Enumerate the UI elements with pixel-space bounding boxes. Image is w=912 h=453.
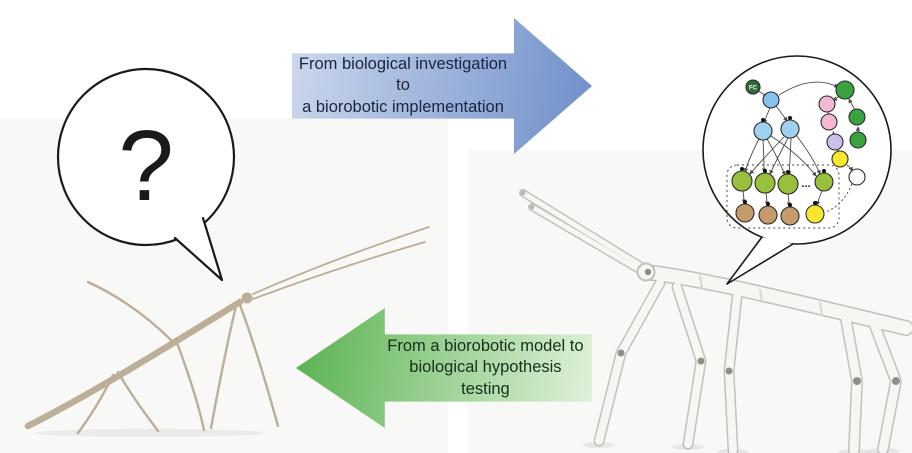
network-edge [848,98,856,111]
synapse-dot [766,202,770,206]
network-node [731,170,753,192]
fc-node-label: FC [749,86,758,92]
top-arrow-label-line2: a biorobotic implementation [302,97,504,116]
network-node [814,172,834,192]
inset-circle [702,55,892,245]
network-node [762,91,780,109]
hexapod-robot-photo [519,189,912,453]
network-dashed-box [726,164,840,229]
synapse-dot [786,170,790,174]
network-node [849,131,867,149]
network-node [758,205,778,225]
synapse-dot [761,118,765,122]
bottom-arrow-label-line2: biological hypothesis testing [409,358,562,398]
robot-joints [520,190,900,385]
network-edge [815,190,823,206]
network-edge [795,134,821,175]
network-node [831,150,849,168]
synapse-dot [788,116,792,120]
network-ellipsis: ... [801,178,810,190]
network-edge [743,138,760,173]
network-node [835,80,855,100]
network-node [848,168,866,186]
network-edge [770,135,817,177]
synapse-dot [743,200,747,204]
network-edge [778,81,839,96]
network-node [848,108,866,126]
synapse-dot [740,167,744,171]
network-node [780,206,800,226]
top-arrow-label-line1: From biological investigation to [298,54,508,95]
network-node [780,119,800,139]
question-speech-bubble: ? [56,67,236,282]
network-edge [824,183,853,213]
network-edge [775,105,788,122]
network-node [826,133,844,151]
synapse-dot [788,203,792,207]
network-node [735,203,755,223]
stick-insect-photo [24,226,430,437]
network-edge [749,136,785,175]
network-node [754,172,776,194]
synapse-dot [813,201,817,205]
bottom-arrow-label-line1: From a biorobotic model to [387,336,584,355]
network-node [777,173,799,195]
network-edge [769,137,789,175]
inset-pointer-tail [727,237,793,284]
network-synapse-dots [740,116,826,207]
question-mark-text: ? [118,110,174,222]
network-node [805,204,825,224]
top-arrow-label: From biological investigation to a bioro… [292,53,514,118]
bottom-arrow-label: From a biorobotic model to biological hy… [385,334,586,401]
neural-network-inset: FC ... [702,55,892,285]
network-node [745,79,761,95]
network-node [818,95,836,113]
network-node [820,113,838,131]
synapse-dot [763,169,767,173]
synapse-dot [822,169,826,173]
network-node [753,121,773,141]
